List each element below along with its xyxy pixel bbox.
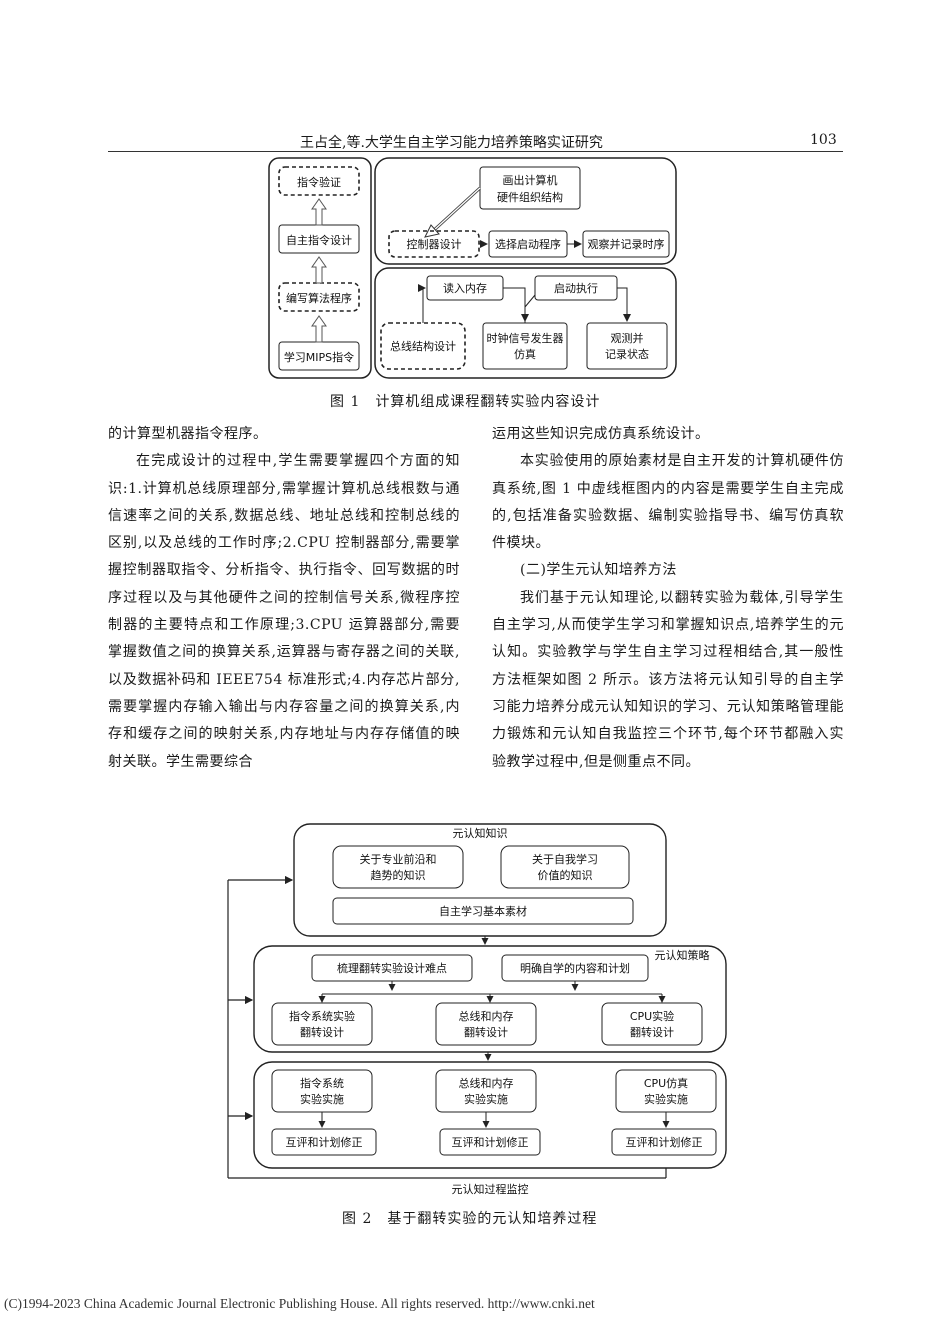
label-frontier-2: 趋势的知识 — [371, 868, 426, 882]
up-arrow — [311, 256, 327, 284]
label-select-program: 选择启动程序 — [495, 237, 561, 251]
monitor-group-frame — [253, 1061, 727, 1169]
figure-1: 指令验证 自主指令设计 编写算法程序 学习MIPS指令 画出计算机 硬件组织结构… — [265, 155, 687, 383]
label-self-study-plan: 明确自学的内容和计划 — [520, 961, 630, 975]
knowledge-title: 元认知知识 — [453, 826, 508, 840]
label-instr-impl-1: 指令系统 — [300, 1076, 344, 1090]
figure-2-caption: 图 2 基于翻转实验的元认知培养过程 — [342, 1211, 598, 1227]
up-arrow — [311, 198, 327, 226]
header-rule — [108, 151, 843, 152]
label-clock-generator-1: 时钟信号发生器 — [487, 331, 564, 345]
box-write-algorithm — [278, 282, 360, 312]
label-cpu-design-1: CPU实验 — [630, 1009, 674, 1023]
arrow — [617, 287, 631, 322]
paragraph: 的计算型机器指令程序。 — [108, 426, 268, 442]
monitor-title: 元认知过程监控 — [452, 1182, 529, 1196]
label-read-memory: 读入内存 — [443, 281, 487, 295]
box-clock-generator — [482, 322, 568, 370]
section-heading: (二)学生元认知培养方法 — [520, 562, 677, 579]
label-bus-impl-2: 实验实施 — [464, 1092, 508, 1106]
label-design-difficulties: 梳理翻转实验设计难点 — [337, 961, 447, 975]
box-instruction-verify — [278, 166, 360, 196]
label-clock-generator-2: 仿真 — [514, 347, 536, 361]
header-title: 王占全,等.大学生自主学习能力培养策略实证研究 — [300, 135, 603, 151]
box-observe-timing — [582, 230, 670, 258]
label-value-2: 价值的知识 — [538, 868, 593, 882]
box-bus-design — [380, 322, 466, 370]
label-observe-timing: 观察并记录时序 — [588, 237, 665, 251]
label-write-algorithm: 编写算法程序 — [286, 291, 352, 305]
box-review-1 — [271, 1128, 377, 1156]
figure-1-caption: 图 1 计算机组成课程翻转实验内容设计 — [330, 394, 601, 410]
strategy-title: 元认知策略 — [655, 948, 710, 962]
label-instruction-verify: 指令验证 — [297, 175, 341, 189]
label-base-materials: 自主学习基本素材 — [439, 904, 527, 918]
knowledge-group-frame — [293, 823, 667, 937]
paragraph: 运用这些知识完成仿真系统设计。 — [492, 426, 710, 442]
up-arrow — [311, 315, 327, 343]
top-group-frame — [374, 157, 677, 265]
figure-1-diagram: 指令验证 自主指令设计 编写算法程序 学习MIPS指令 画出计算机 硬件组织结构… — [268, 157, 677, 379]
figure-2-diagram: 元认知知识 关于专业前沿和 趋势的知识 关于自我学习 价值的知识 自主学习基本素… — [227, 823, 727, 1196]
label-self-instruction: 自主指令设计 — [286, 233, 352, 247]
label-cpu-design-2: 翻转设计 — [630, 1025, 674, 1039]
copyright-footer: (C)1994-2023 China Academic Journal Elec… — [4, 1296, 595, 1311]
paragraph: 我们基于元认知理论,以翻转实验为载体,引导学生自主学习,从而使学生学习和掌握知识… — [492, 589, 844, 770]
strategy-group-frame — [253, 945, 727, 1053]
label-draw-hardware-1: 画出计算机 — [503, 173, 558, 187]
box-observe-state — [586, 322, 668, 370]
label-cpu-impl-1: CPU仿真 — [644, 1076, 688, 1090]
label-instr-design-2: 翻转设计 — [300, 1025, 344, 1039]
box-base-materials — [332, 897, 634, 925]
label-bus-design: 总线结构设计 — [390, 339, 456, 353]
label-review-3: 互评和计划修正 — [626, 1135, 703, 1149]
label-bus-design-1: 总线和内存 — [459, 1009, 514, 1023]
label-bus-impl-1: 总线和内存 — [459, 1076, 514, 1090]
box-self-learning-value — [500, 845, 630, 889]
label-learn-mips: 学习MIPS指令 — [284, 350, 354, 364]
label-draw-hardware-2: 硬件组织结构 — [497, 190, 563, 204]
box-frontier-knowledge — [332, 845, 464, 889]
box-instruction-flip-design — [271, 1002, 373, 1046]
body-right-column: 运用这些知识完成仿真系统设计。 本实验使用的原始素材是自主开发的计算机硬件仿真系… — [492, 421, 844, 776]
box-cpu-flip-design — [601, 1002, 703, 1046]
paragraph: 本实验使用的原始素材是自主开发的计算机硬件仿真系统,图 1 中虚线框图内的内容是… — [492, 453, 844, 552]
label-observe-state-1: 观测并 — [611, 331, 644, 345]
label-value-1: 关于自我学习 — [532, 852, 598, 866]
label-frontier-1: 关于专业前沿和 — [360, 852, 437, 866]
label-bus-design-2: 翻转设计 — [464, 1025, 508, 1039]
paragraph: 在完成设计的过程中,学生需要掌握四个方面的知识:1.计算机总线原理部分,需掌握计… — [108, 453, 460, 770]
label-review-2: 互评和计划修正 — [452, 1135, 529, 1149]
label-observe-state-2: 记录状态 — [605, 347, 649, 361]
figure-2: 元认知知识 关于专业前沿和 趋势的知识 关于自我学习 价值的知识 自主学习基本素… — [222, 820, 732, 1202]
arrow — [418, 284, 426, 323]
page-number: 103 — [810, 132, 837, 148]
body-left-column: 的计算型机器指令程序。 在完成设计的过程中,学生需要掌握四个方面的知识:1.计算… — [108, 421, 460, 776]
label-controller-design: 控制器设计 — [407, 237, 462, 251]
arrow — [503, 287, 529, 322]
label-review-1: 互评和计划修正 — [286, 1135, 363, 1149]
box-review-2 — [439, 1128, 541, 1156]
bottom-group-frame — [374, 267, 677, 379]
label-instr-impl-2: 实验实施 — [300, 1092, 344, 1106]
label-instr-design-1: 指令系统实验 — [289, 1009, 355, 1023]
label-start-execution: 启动执行 — [554, 281, 598, 295]
box-bus-flip-design — [435, 1002, 537, 1046]
box-review-3 — [611, 1128, 717, 1156]
label-cpu-impl-2: 实验实施 — [644, 1092, 688, 1106]
left-column-frame — [268, 157, 372, 379]
